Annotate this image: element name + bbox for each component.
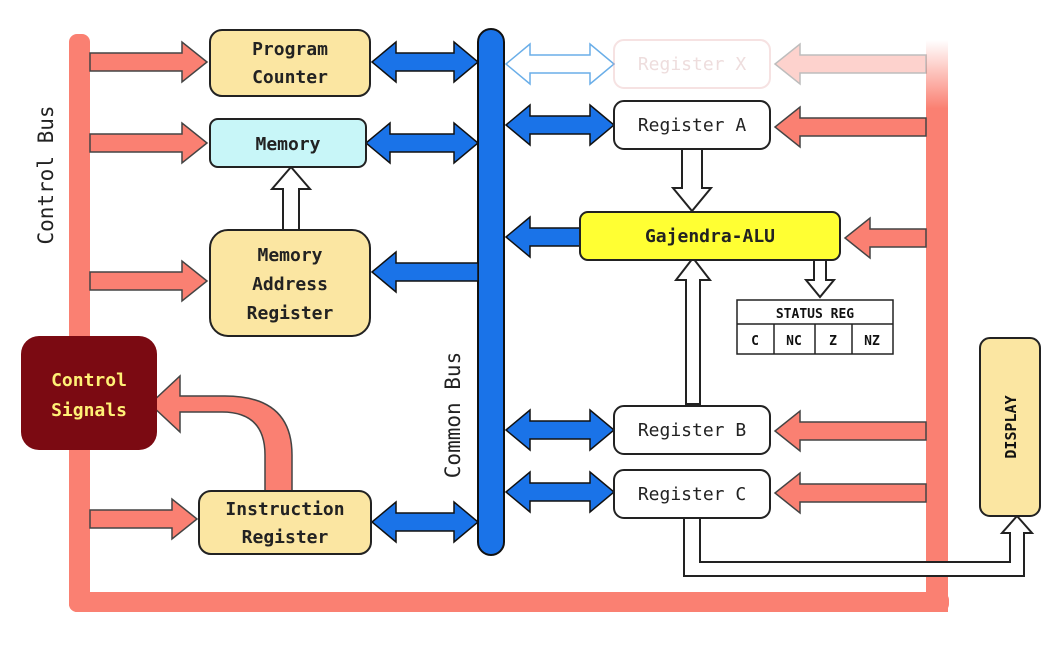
alu-label: Gajendra-ALU xyxy=(645,226,775,247)
register-b-box: Register B xyxy=(613,405,771,455)
alu-box: Gajendra-ALU xyxy=(579,211,841,261)
instruction-register-label-1: Instruction xyxy=(225,499,344,520)
flag-nz: NZ xyxy=(864,334,880,349)
reg-a-to-alu-arrow xyxy=(670,147,714,213)
common-bus-label: Common Bus xyxy=(441,352,465,478)
bus-arrow-mar xyxy=(370,250,479,294)
mar-label-3: Register xyxy=(247,303,334,324)
program-counter-box: Program Counter xyxy=(209,29,371,97)
program-counter-label-1: Program xyxy=(252,39,328,60)
display-label: DISPLAY xyxy=(1002,395,1020,458)
control-arrows-left xyxy=(89,40,209,541)
control-bus-label: Control Bus xyxy=(34,105,58,244)
ctrl-arrow-pc xyxy=(89,40,209,84)
mar-label-1: Memory xyxy=(257,245,322,266)
register-x-label: Register X xyxy=(638,54,747,75)
ctrl-arrow-mar xyxy=(89,259,209,303)
control-arrows-right xyxy=(773,42,927,515)
control-signals-box: Control Signals xyxy=(21,336,157,450)
ctrl-arrow-reg-a xyxy=(773,105,927,149)
control-bus-left xyxy=(69,34,90,612)
bus-arrows-left xyxy=(364,40,480,544)
flag-z: Z xyxy=(829,334,837,349)
reg-c-to-display-arrow xyxy=(683,514,1035,577)
ctrl-arrow-reg-b xyxy=(773,409,927,453)
register-c-label: Register C xyxy=(638,484,746,505)
alu-to-status-arrow xyxy=(803,259,837,299)
control-signals-label-1: Control xyxy=(51,370,127,391)
instruction-register-label-2: Register xyxy=(242,527,329,548)
mar-label-2: Address xyxy=(252,274,328,295)
reg-b-to-alu-arrow xyxy=(673,256,713,405)
common-bus xyxy=(477,28,505,556)
program-counter-label-2: Counter xyxy=(252,67,328,88)
memory-box: Memory xyxy=(209,118,367,168)
register-c-box: Register C xyxy=(613,469,771,519)
bus-arrow-memory xyxy=(364,121,480,165)
ctrl-arrow-alu xyxy=(843,216,927,260)
status-register: STATUS REG C NC Z NZ xyxy=(736,299,894,355)
ir-to-control-signals-arrow xyxy=(148,374,293,492)
register-a-box: Register A xyxy=(613,100,771,150)
ctrl-arrow-memory xyxy=(89,121,209,165)
control-bus-right xyxy=(926,40,948,612)
mar-to-memory-arrow xyxy=(269,165,313,231)
instruction-register-box: Instruction Register xyxy=(198,490,372,555)
control-signals-label-2: Signals xyxy=(51,400,127,421)
flag-c: C xyxy=(751,334,759,349)
bus-arrow-pc xyxy=(370,40,480,84)
ctrl-arrow-ir xyxy=(89,497,199,541)
bus-arrows-right xyxy=(504,42,616,514)
memory-label: Memory xyxy=(255,134,320,155)
status-reg-title: STATUS REG xyxy=(776,307,854,322)
register-a-label: Register A xyxy=(638,115,747,136)
memory-address-register-box: Memory Address Register xyxy=(209,229,371,337)
control-bus-bottom xyxy=(69,592,949,612)
ctrl-arrow-reg-c xyxy=(773,471,927,515)
internal-arrows xyxy=(269,147,1035,577)
register-x-box: Register X xyxy=(613,39,771,89)
bus-arrow-alu xyxy=(504,215,583,259)
register-b-label: Register B xyxy=(638,420,746,441)
flag-nc: NC xyxy=(786,334,802,349)
bus-arrow-reg-a xyxy=(504,103,616,147)
display-box: DISPLAY xyxy=(979,337,1041,517)
bus-arrow-reg-b xyxy=(504,408,616,452)
ctrl-arrow-reg-x xyxy=(773,42,927,86)
control-bus xyxy=(69,34,949,612)
bus-arrow-ir xyxy=(370,500,480,544)
bus-arrow-reg-x xyxy=(504,42,616,86)
bus-arrow-reg-c xyxy=(504,470,616,514)
